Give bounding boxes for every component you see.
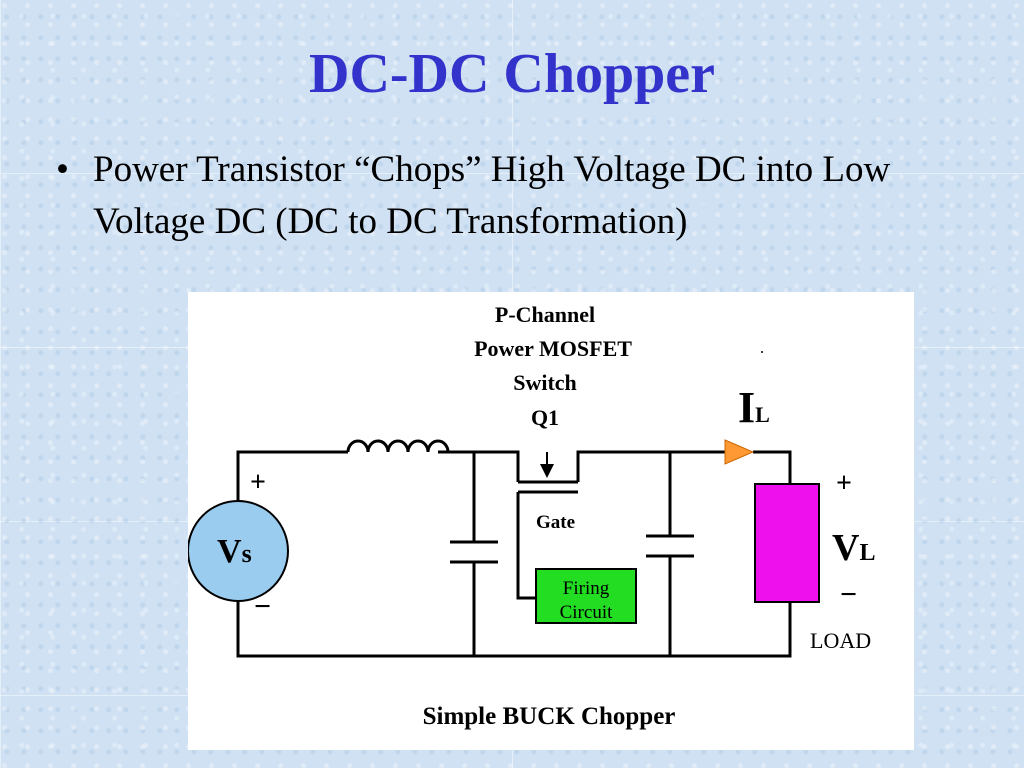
load-minus: − [840,578,857,611]
wire-top-mid [438,450,520,482]
current-arrow-icon [724,439,755,465]
firing-circuit [535,568,637,624]
circuit-svg: Vs + − P-Channel Power MOSFET Switch Q1 … [188,302,875,730]
wire-load-top [753,450,792,484]
load-resistor [754,483,820,603]
wiring [236,439,792,658]
slide-title: DC-DC Chopper [309,43,715,105]
circuit-diagram: Vs + − P-Channel Power MOSFET Switch Q1 … [188,292,914,750]
current-label: IL [738,383,770,432]
load-plus: + [836,468,852,499]
mosfet-gate-lead [516,492,536,600]
firing-label-line-2: Circuit [560,602,613,623]
inductor [346,439,450,453]
firing-label-line-1: Firing [563,578,610,599]
gate-label: Gate [536,512,575,533]
wire-top-right [576,450,725,482]
capacitor-plates [450,534,694,564]
load-voltage-label: VL [832,527,875,569]
bullet-text: Power Transistor “Chops” High Voltage DC… [93,149,891,242]
switch-label: P-Channel Power MOSFET Switch Q1 [474,302,632,430]
wire-top-left [236,450,348,504]
voltage-source [188,500,289,602]
mosfet-arrow [540,464,554,478]
speck [761,351,763,353]
source-minus: − [254,590,271,623]
switch-label-line-1: P-Channel [495,302,595,327]
bullet-item: • Power Transistor “Chops” High Voltage … [56,144,936,248]
bullet-marker: • [56,149,69,190]
wire-bottom [236,600,792,658]
switch-label-line-2: Power MOSFET [474,336,632,361]
source-label: Vs [217,533,252,570]
switch-label-line-3: Switch [513,370,577,395]
source-plus: + [250,467,266,498]
load-label: LOAD [810,628,871,653]
switch-label-line-4: Q1 [531,405,559,430]
diagram-caption: Simple BUCK Chopper [423,703,676,730]
